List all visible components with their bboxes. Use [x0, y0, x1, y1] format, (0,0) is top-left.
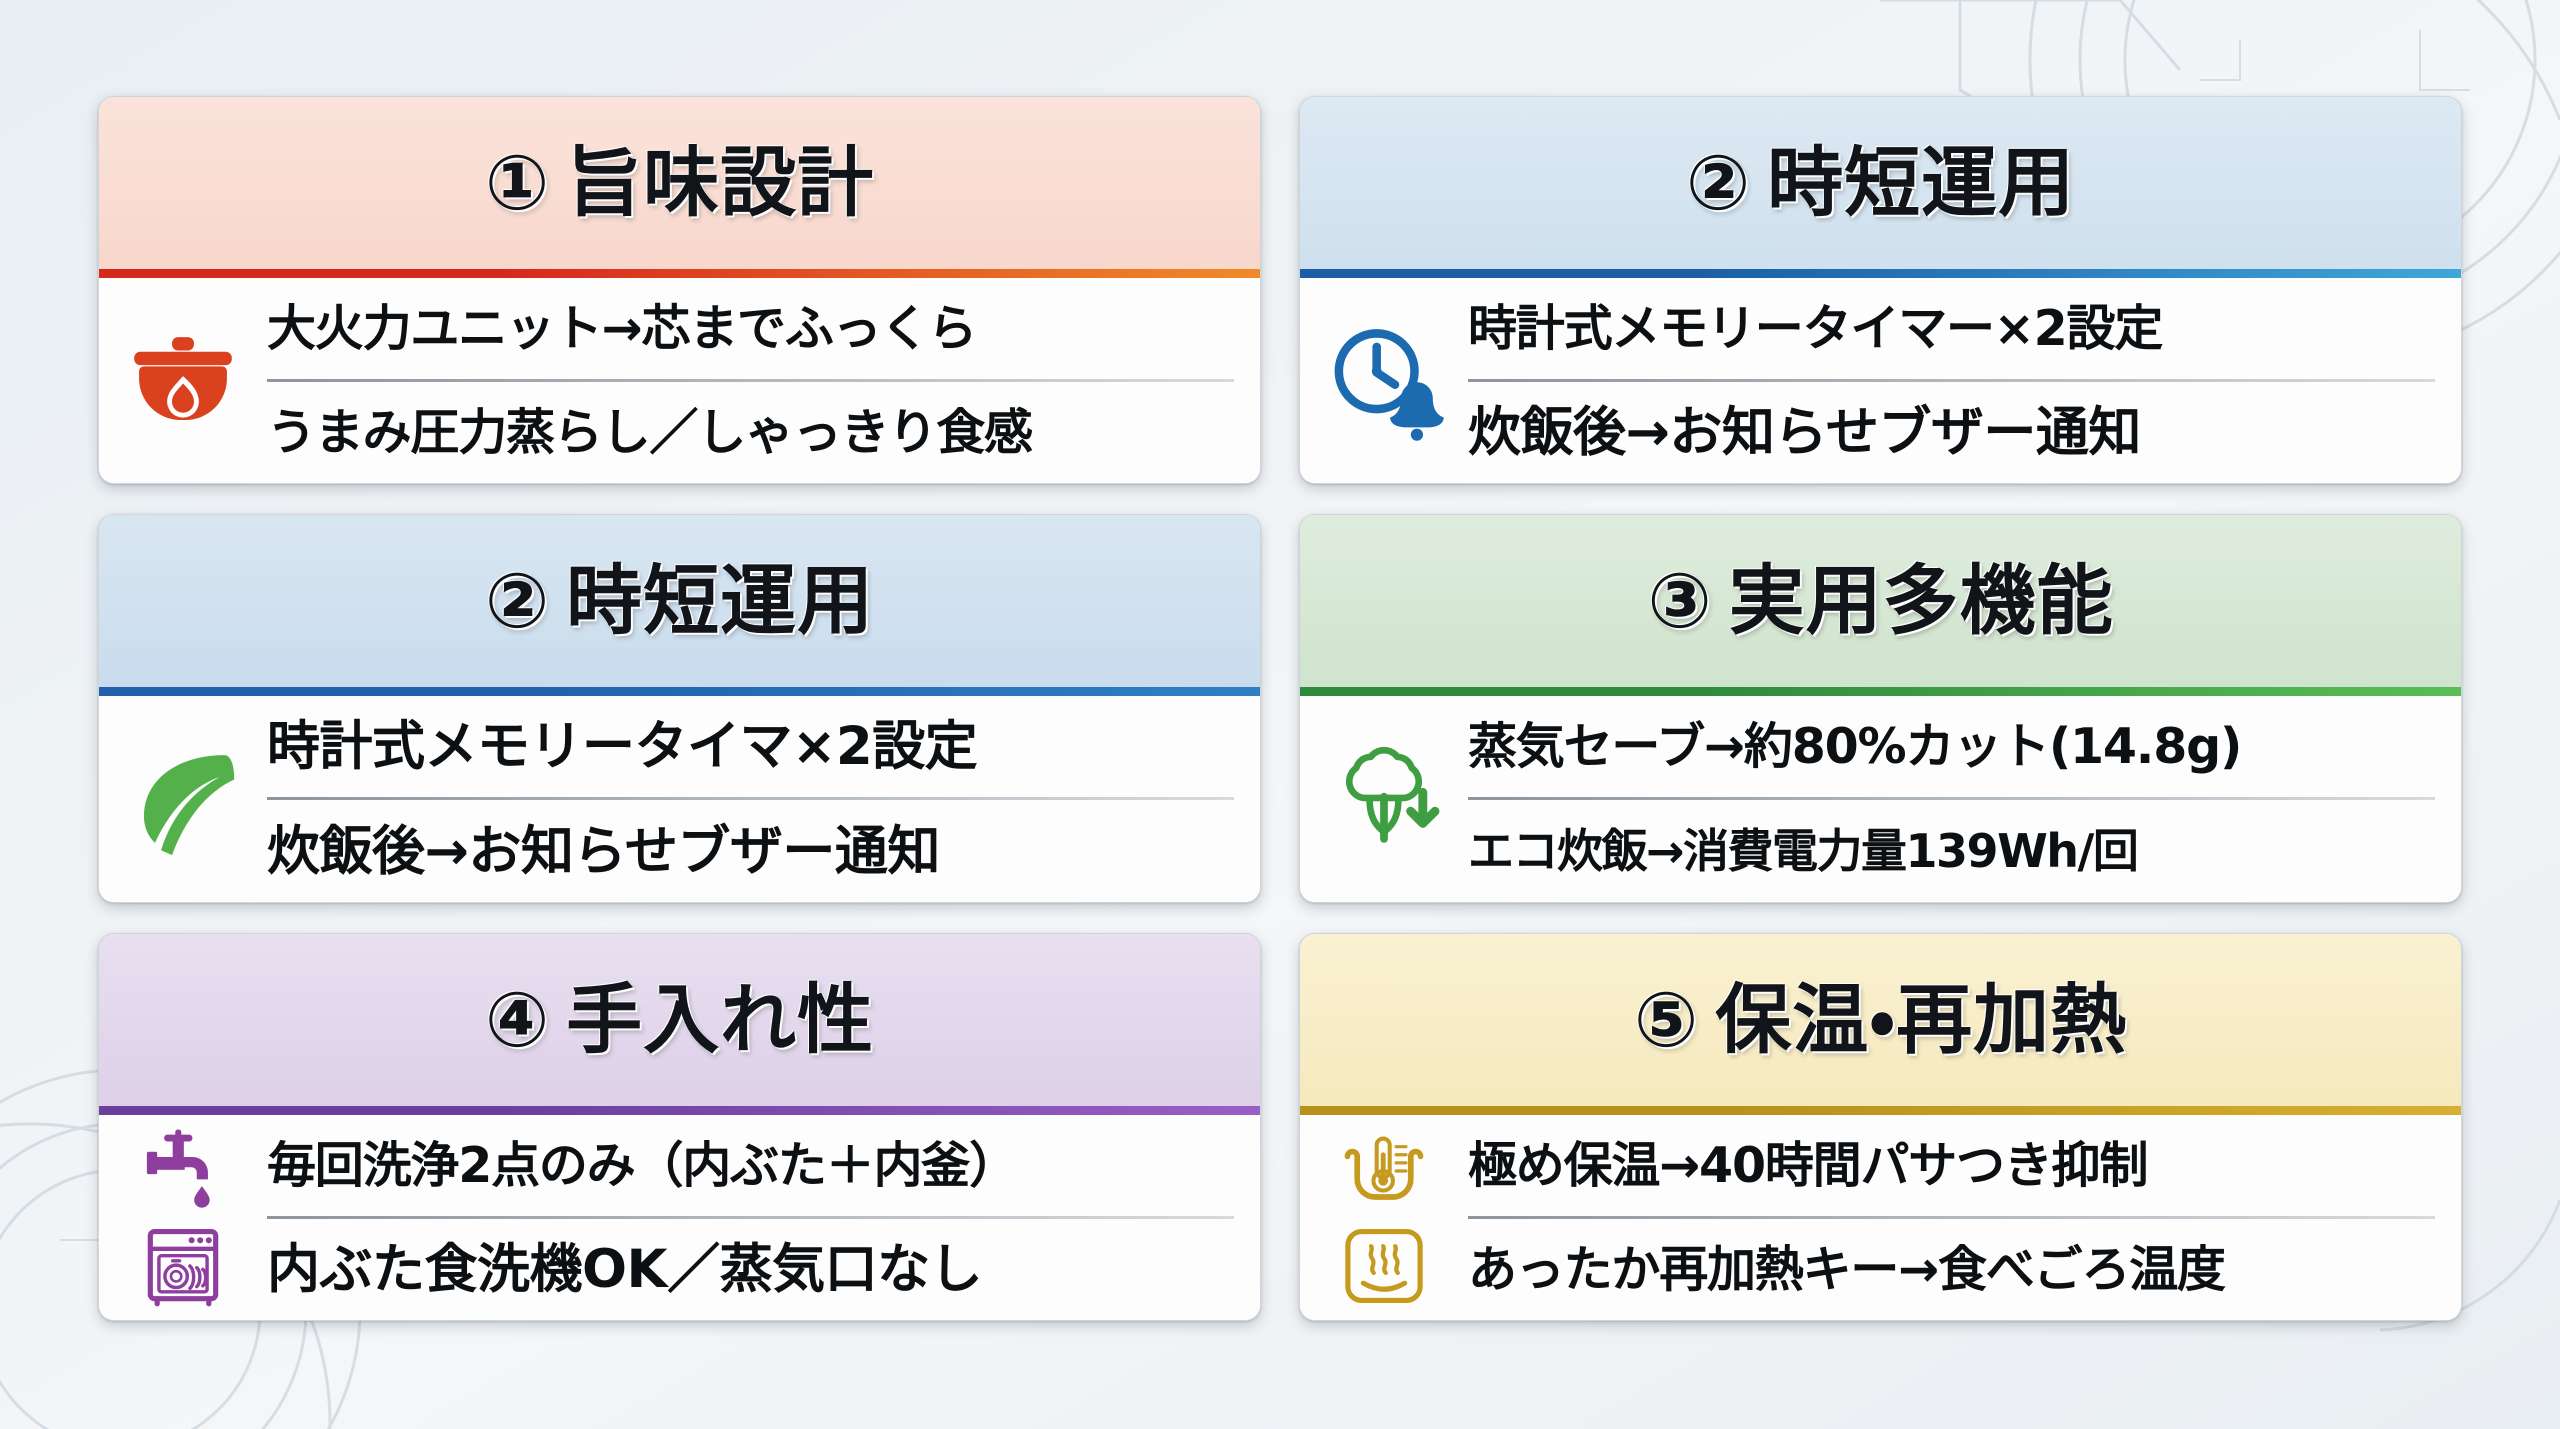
card-icon-column [99, 278, 267, 483]
feature-row-text: 内ぶた食洗機OK／蒸気口なし [267, 1238, 983, 1300]
row-separator [1468, 1215, 2435, 1219]
feature-row: 大火力ユニット→芯までふっくら [267, 278, 1238, 379]
card-body: 時計式メモリータイマ×2設定炊飯後→お知らせブザー通知 [99, 696, 1260, 902]
header-divider-bar [99, 687, 1260, 697]
feature-row-text: うまみ圧力蒸らし／しゃっきり食感 [267, 404, 1033, 462]
rice-cooker-flame-icon [122, 329, 244, 432]
header-divider-bar [99, 268, 1260, 278]
card-rows-column: 極め保温→40時間パサつき抑制あったか再加熱キー→食べごろ温度 [1468, 1115, 2461, 1320]
reheat-steam-icon [1341, 1217, 1427, 1314]
feature-row-text: 時計式メモリータイマ×2設定 [267, 716, 978, 778]
feature-row-text: 毎回洗浄2点のみ（内ぶた＋内釜） [267, 1136, 1018, 1194]
header-divider-bar [1300, 1105, 2461, 1115]
card-number-glyph: ⑤ [1633, 974, 1700, 1064]
feature-row-text: 蒸気セーブ→約80%カット [1468, 718, 2050, 776]
card-body: 大火力ユニット→芯までふっくらうまみ圧力蒸らし／しゃっきり食感 [99, 277, 1260, 484]
card-rows-column: 蒸気セーブ→約80%カット(14.8g) エコ炊飯→消費電力量139Wh/回 [1468, 696, 2461, 901]
card-title-text: 時短運用 [566, 556, 875, 646]
feature-row: 蒸気セーブ→約80%カット(14.8g) [1468, 696, 2439, 797]
card-rows-column: 時計式メモリータイマ×2設定炊飯後→お知らせブザー通知 [267, 696, 1260, 901]
feature-row-text: 時計式メモリータイマー×2設定 [1468, 300, 2163, 358]
card-number-glyph: ④ [484, 974, 551, 1064]
card-title-text: 旨味設計 [566, 137, 875, 227]
feature-row: 極め保温→40時間パサつき抑制 [1468, 1115, 2439, 1216]
feature-row: うまみ圧力蒸らし／しゃっきり食感 [267, 382, 1238, 483]
card-icon-column [99, 1115, 267, 1320]
feature-row: あったか再加熱キー→食べごろ温度 [1468, 1219, 2439, 1320]
feature-row-text: 炊飯後→お知らせブザー通知 [1468, 402, 2141, 464]
row-separator [267, 1215, 1234, 1219]
header-divider-bar [99, 1105, 1260, 1115]
card-number-glyph: ③ [1647, 556, 1713, 646]
faucet-drop-icon [140, 1121, 226, 1218]
card-title-text: 時短運用 [1767, 137, 2076, 227]
feature-row: 時計式メモリータイマ×2設定 [267, 696, 1238, 797]
leaf-icon [122, 748, 244, 856]
card-title-text: 実用多機能 [1728, 556, 2114, 646]
feature-row-suffix: (14.8g) [2048, 718, 2243, 776]
broccoli-down-arrow-icon [1323, 746, 1445, 851]
row-separator [1468, 379, 2435, 383]
card-body: 極め保温→40時間パサつき抑制あったか再加熱キー→食べごろ温度 [1300, 1114, 2461, 1320]
dishwasher-icon [140, 1217, 226, 1314]
feature-row: エコ炊飯→消費電力量139Wh/回 [1468, 800, 2439, 901]
card-number-glyph: ② [484, 556, 551, 646]
card-icon-column [1300, 1115, 1468, 1320]
feature-row-text: エコ炊飯→消費電力量139Wh/回 [1468, 824, 2139, 879]
feature-row-text: 大火力ユニット→芯までふっくら [267, 300, 977, 358]
card-body: 蒸気セーブ→約80%カット(14.8g) エコ炊飯→消費電力量139Wh/回 [1300, 696, 2461, 902]
card-title-text: 手入れ性 [566, 974, 875, 1064]
card-rows-column: 時計式メモリータイマー×2設定炊飯後→お知らせブザー通知 [1468, 278, 2461, 483]
card-rows-column: 大火力ユニット→芯までふっくらうまみ圧力蒸らし／しゃっきり食感 [267, 278, 1260, 483]
card-rows-column: 毎回洗浄2点のみ（内ぶた＋内釜） 内ぶた食洗機OK／蒸気口なし [267, 1115, 1260, 1320]
feature-row-text: 極め保温→40時間パサつき抑制 [1468, 1136, 2148, 1194]
card-body: 毎回洗浄2点のみ（内ぶた＋内釜） 内ぶた食洗機OK／蒸気口なし [99, 1114, 1260, 1320]
feature-row-text: 炊飯後→お知らせブザー通知 [267, 820, 940, 882]
card-icon-column [1300, 278, 1468, 483]
row-separator [267, 797, 1234, 801]
feature-row: 毎回洗浄2点のみ（内ぶた＋内釜） [267, 1115, 1238, 1216]
row-separator [267, 379, 1234, 383]
card-icon-column [99, 696, 267, 901]
feature-row: 炊飯後→お知らせブザー通知 [267, 800, 1238, 901]
feature-row: 炊飯後→お知らせブザー通知 [1468, 382, 2439, 483]
clock-bell-icon [1323, 328, 1445, 441]
pot-thermometer-icon [1341, 1121, 1427, 1218]
card-body: 時計式メモリータイマー×2設定炊飯後→お知らせブザー通知 [1300, 277, 2461, 484]
header-divider-bar [1300, 687, 2461, 697]
card-number-glyph: ① [484, 137, 551, 227]
feature-row: 時計式メモリータイマー×2設定 [1468, 278, 2439, 379]
feature-row: 内ぶた食洗機OK／蒸気口なし [267, 1219, 1238, 1320]
card-icon-column [1300, 696, 1468, 901]
row-separator [1468, 797, 2435, 801]
header-divider-bar [1300, 268, 2461, 278]
card-title-text: 保温・再加熱 [1715, 974, 2128, 1064]
feature-row-text: あったか再加熱キー→食べごろ温度 [1468, 1240, 2226, 1298]
card-number-glyph: ② [1685, 137, 1752, 227]
